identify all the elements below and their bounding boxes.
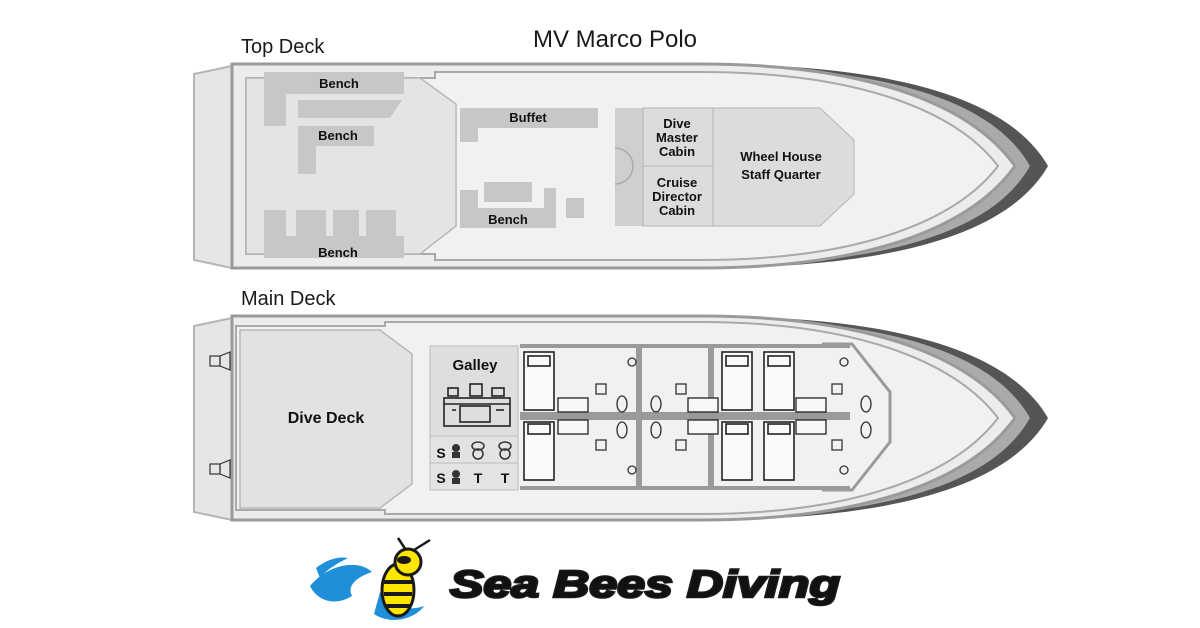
main-deck-label: Main Deck — [241, 288, 336, 310]
bench-mid-vertical — [298, 126, 316, 174]
cabin-wall-bottom — [520, 486, 850, 490]
cruise-director-label-2: Director — [652, 189, 702, 204]
buffet-label: Buffet — [509, 110, 547, 125]
bench-bottom-vertical — [264, 210, 286, 258]
bench-label-2: Bench — [318, 128, 358, 143]
bench-center-table — [484, 182, 532, 202]
wheel-house-label-1: Wheel House — [740, 149, 822, 164]
main-deck: Dive Deck Galley S S T T — [193, 314, 1048, 522]
bench-bottom-block-1 — [296, 210, 326, 238]
logo-text: Sea Bees Diving — [450, 564, 840, 606]
dive-deck-label: Dive Deck — [288, 410, 365, 427]
cabin-wall-top — [520, 344, 850, 348]
bench-bottom-block-3 — [366, 210, 396, 236]
sea-bees-diving-logo: Sea Bees Diving — [310, 537, 841, 620]
small-table — [566, 198, 584, 218]
diagram-title: MV Marco Polo — [532, 26, 698, 53]
stern-exhaust-icon — [209, 351, 231, 479]
bench-label-4: Bench — [318, 245, 358, 260]
bench-label-1: Bench — [319, 76, 359, 91]
cabin-corridor-main — [520, 412, 850, 420]
dive-master-label-2: Master — [656, 130, 698, 145]
top-deck-stern-platform — [193, 64, 233, 270]
cabin-corridor — [615, 108, 643, 226]
corridor-door-arc — [614, 147, 634, 185]
bench-bottom-block-2 — [333, 210, 359, 238]
bee-mascot-icon — [380, 537, 431, 618]
bench-bottom-long — [264, 236, 404, 258]
bench-center-back — [544, 188, 556, 228]
buffet-counter — [460, 108, 598, 128]
shower-icon — [452, 444, 460, 484]
wheel-house-label-2: Staff Quarter — [741, 167, 820, 182]
bench-angled — [298, 100, 402, 118]
toilet-icon — [471, 441, 512, 460]
cabin-wall-center — [636, 344, 642, 490]
buffet-counter-side — [460, 108, 478, 142]
wheel-house — [712, 107, 855, 227]
cruise-director-label-3: Cabin — [659, 203, 695, 218]
cabin-bathroom-fixtures — [595, 357, 872, 475]
bench-mid — [298, 126, 374, 146]
shower-label-1: S — [436, 445, 445, 461]
shower-label-2: S — [436, 470, 445, 486]
dive-master-label-3: Cabin — [659, 144, 695, 159]
main-deck-stern-platform — [193, 316, 233, 522]
galley-label: Galley — [452, 357, 498, 374]
top-deck-label: Top Deck — [241, 36, 325, 58]
top-deck: Bench Bench Bench Buffet Bench Dive Mast… — [193, 62, 1048, 270]
water-splash-icon-3 — [316, 557, 348, 578]
water-splash-icon — [310, 564, 372, 602]
bow-cabin — [822, 342, 892, 492]
cabin-wall-right — [708, 344, 714, 490]
bench-top-left-long — [264, 72, 404, 94]
wardrobes — [557, 397, 827, 435]
dive-deck — [239, 329, 413, 509]
bench-top-left-vertical — [264, 72, 286, 126]
cruise-director-label-1: Cruise — [657, 175, 697, 190]
bench-center-side — [460, 190, 478, 228]
toilet-label-2: T — [501, 470, 510, 486]
dive-master-label-1: Dive — [663, 116, 690, 131]
toilet-label-1: T — [474, 470, 483, 486]
cabin-beds — [523, 351, 795, 481]
bench-center-seat — [460, 208, 556, 228]
stove-icon — [443, 383, 511, 427]
bench-label-3: Bench — [488, 212, 528, 227]
